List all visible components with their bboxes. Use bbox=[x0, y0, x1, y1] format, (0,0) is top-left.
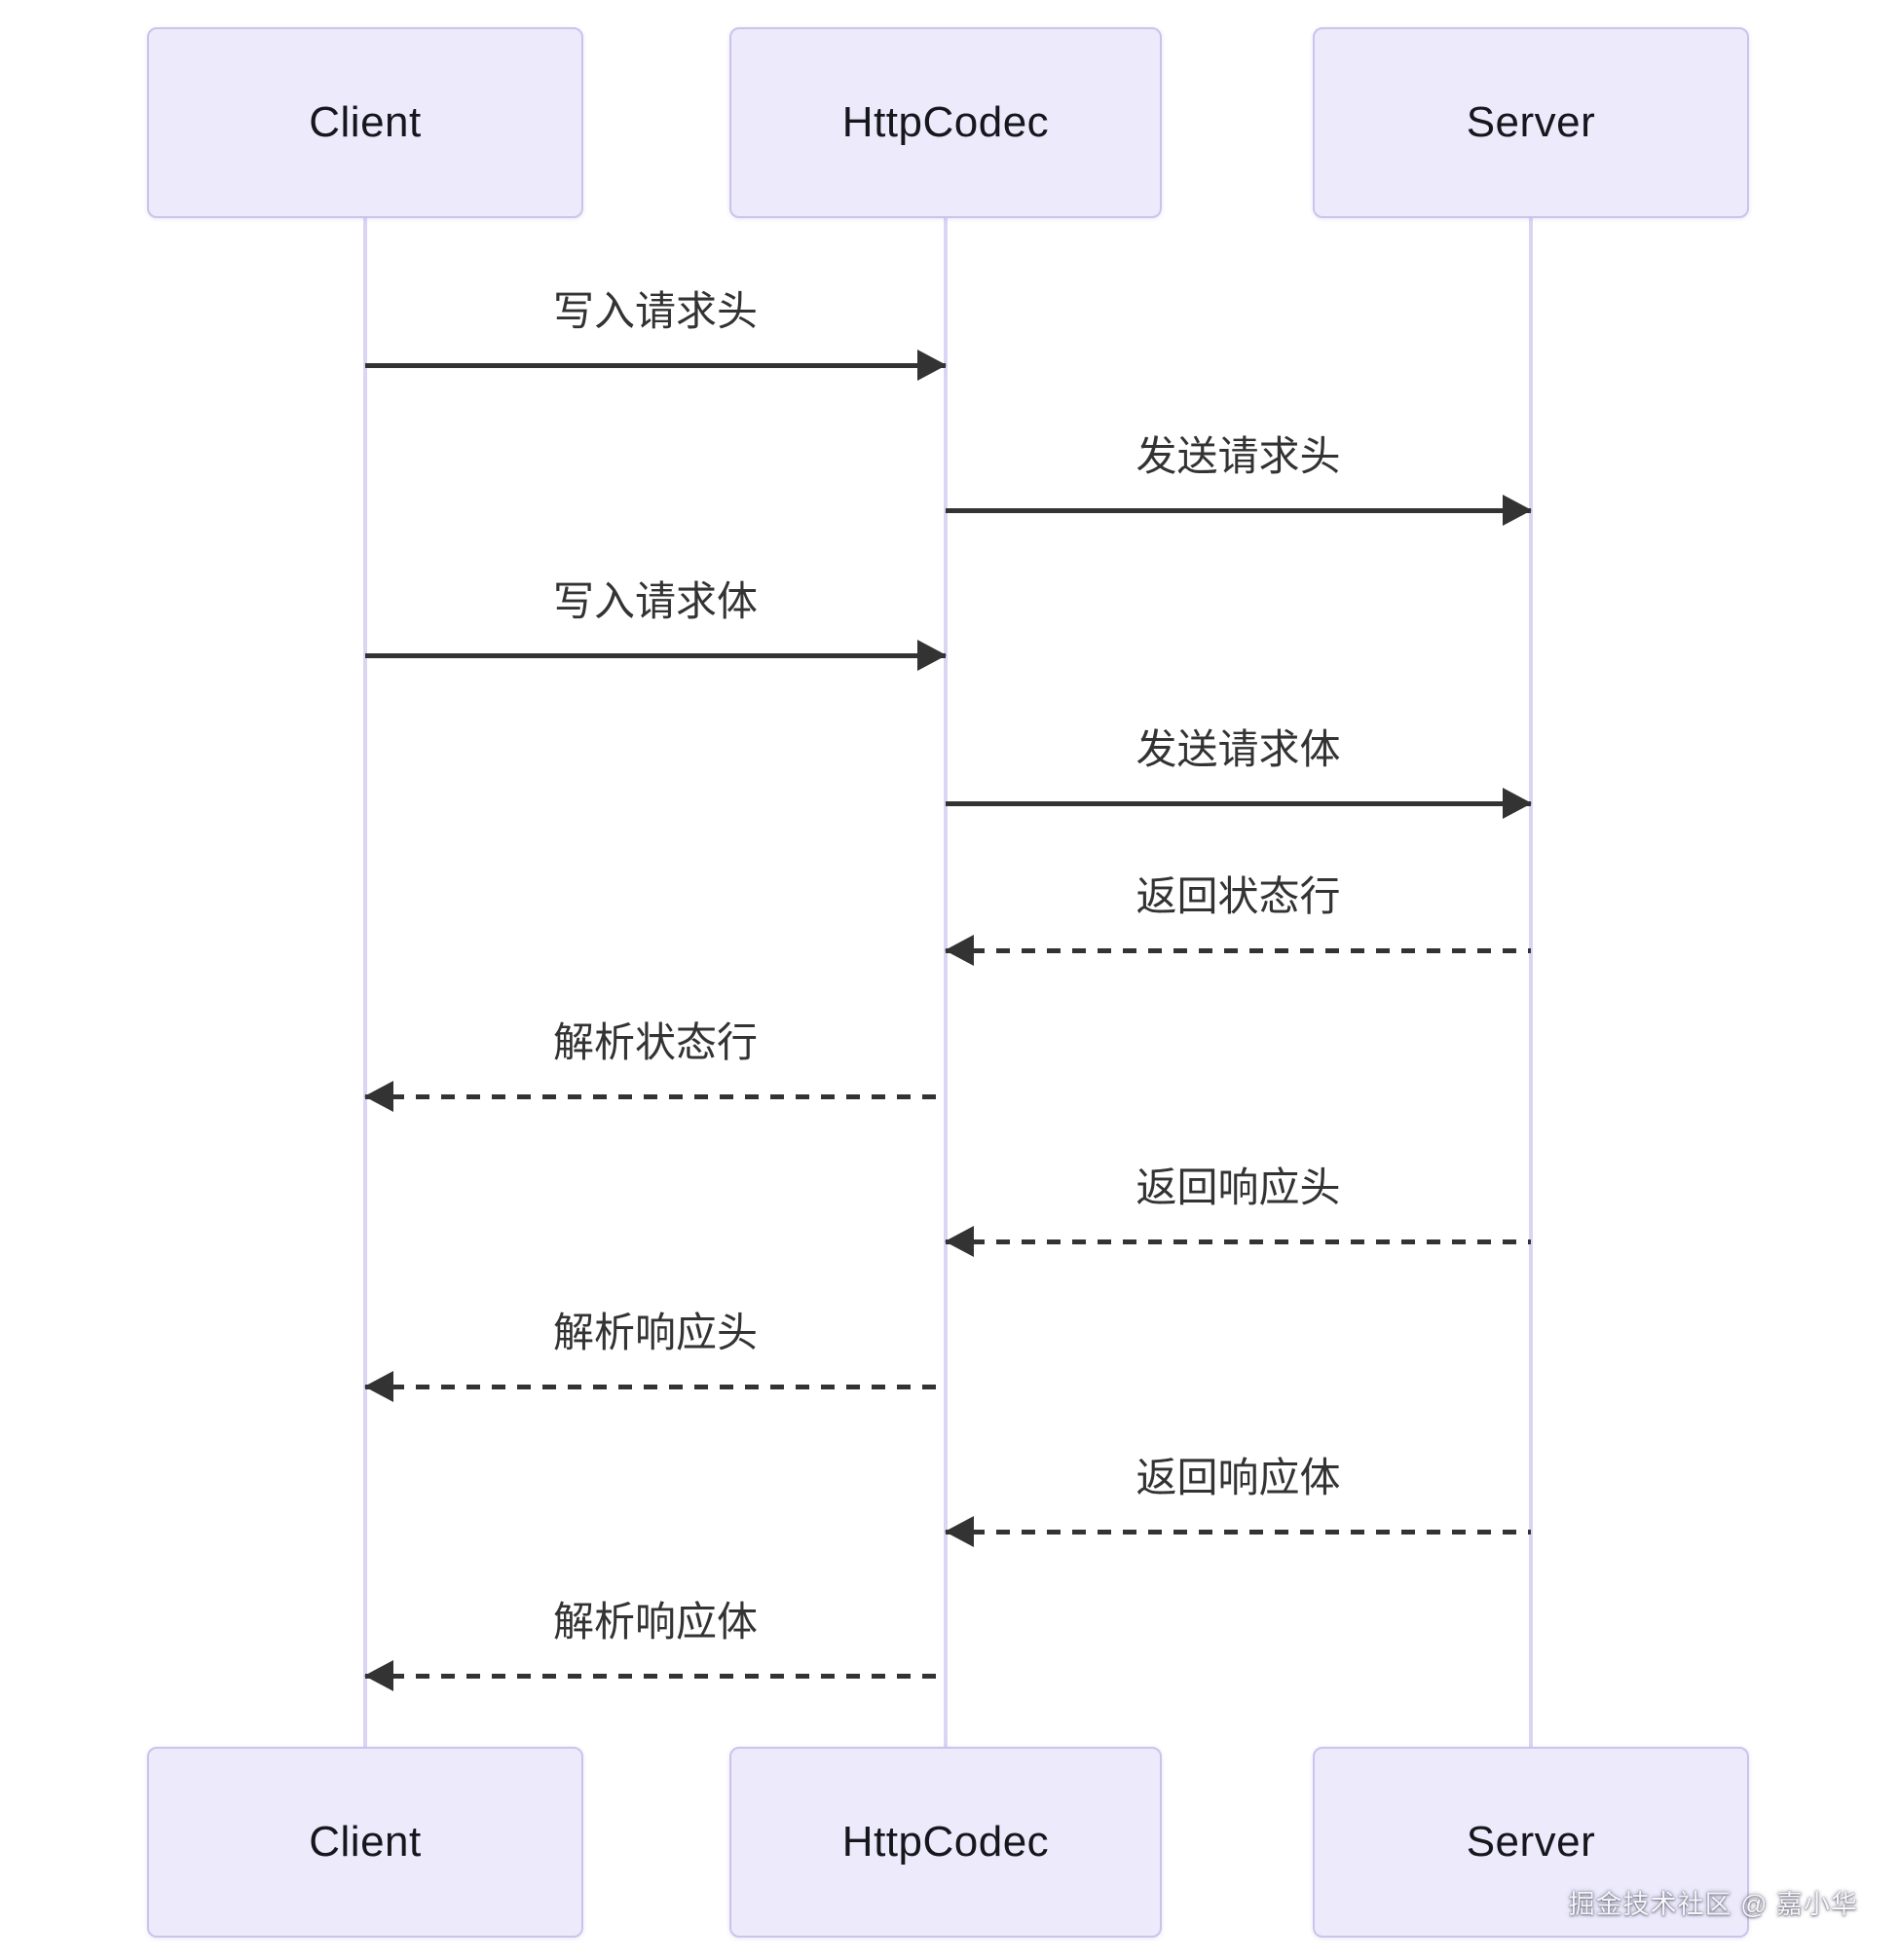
message-line-dashed bbox=[945, 935, 1531, 966]
actor-box-client-bottom: Client bbox=[147, 1747, 583, 1938]
actor-label-httpcodec: HttpCodec bbox=[841, 1818, 1050, 1866]
message-send-request-header: 发送请求头 bbox=[946, 432, 1532, 526]
message-write-request-body: 写入请求体 bbox=[365, 577, 947, 671]
arrowhead-left-icon bbox=[945, 935, 974, 966]
message-line-dashed bbox=[945, 1226, 1531, 1257]
actor-box-server-top: Server bbox=[1313, 27, 1749, 218]
message-line-dashed bbox=[364, 1371, 946, 1402]
arrowhead-left-icon bbox=[945, 1516, 974, 1547]
arrowhead-left-icon bbox=[364, 1081, 393, 1112]
message-line-solid bbox=[946, 495, 1532, 526]
message-label: 发送请求头 bbox=[1136, 433, 1341, 479]
message-parse-status-line: 解析状态行 bbox=[364, 1018, 946, 1112]
actor-label-client: Client bbox=[309, 98, 422, 146]
actor-box-client-top: Client bbox=[147, 27, 583, 218]
lifeline-server bbox=[1529, 218, 1533, 1747]
message-parse-response-body: 解析响应体 bbox=[364, 1598, 946, 1691]
arrowhead-right-icon bbox=[917, 350, 947, 381]
message-label: 发送请求体 bbox=[1136, 726, 1341, 772]
message-return-response-body: 返回响应体 bbox=[945, 1454, 1531, 1547]
message-line-dashed bbox=[364, 1081, 946, 1112]
arrowhead-right-icon bbox=[917, 640, 947, 671]
message-return-status-line: 返回状态行 bbox=[945, 872, 1531, 966]
message-label: 返回状态行 bbox=[1136, 873, 1341, 919]
actor-label-server: Server bbox=[1466, 98, 1596, 146]
actor-label-server: Server bbox=[1466, 1818, 1596, 1866]
message-write-request-header: 写入请求头 bbox=[365, 287, 947, 381]
message-label: 写入请求头 bbox=[552, 288, 758, 334]
lifeline-httpcodec bbox=[944, 218, 948, 1747]
message-line-dashed bbox=[364, 1660, 946, 1691]
arrowhead-left-icon bbox=[945, 1226, 974, 1257]
actor-label-client: Client bbox=[309, 1818, 422, 1866]
message-label: 解析响应头 bbox=[552, 1310, 758, 1355]
actor-box-server-bottom: Server bbox=[1313, 1747, 1749, 1938]
arrowhead-right-icon bbox=[1503, 788, 1532, 819]
message-parse-response-header: 解析响应头 bbox=[364, 1309, 946, 1402]
message-label: 解析响应体 bbox=[552, 1599, 758, 1645]
message-label: 解析状态行 bbox=[552, 1019, 758, 1065]
message-label: 返回响应体 bbox=[1136, 1455, 1341, 1500]
message-line-solid bbox=[946, 788, 1532, 819]
lifeline-client bbox=[363, 218, 367, 1747]
message-label: 返回响应头 bbox=[1136, 1165, 1341, 1210]
arrowhead-left-icon bbox=[364, 1371, 393, 1402]
arrowhead-right-icon bbox=[1503, 495, 1532, 526]
message-line-dashed bbox=[945, 1516, 1531, 1547]
message-send-request-body: 发送请求体 bbox=[946, 725, 1532, 819]
actor-box-httpcodec-top: HttpCodec bbox=[729, 27, 1162, 218]
actor-label-httpcodec: HttpCodec bbox=[841, 98, 1050, 146]
message-line-solid bbox=[365, 640, 947, 671]
message-line-solid bbox=[365, 350, 947, 381]
message-return-response-header: 返回响应头 bbox=[945, 1164, 1531, 1257]
actor-box-httpcodec-bottom: HttpCodec bbox=[729, 1747, 1162, 1938]
message-label: 写入请求体 bbox=[552, 578, 758, 624]
watermark: 掘金技术社区 @ 嘉小华 bbox=[1568, 1890, 1858, 1919]
arrowhead-left-icon bbox=[364, 1660, 393, 1691]
